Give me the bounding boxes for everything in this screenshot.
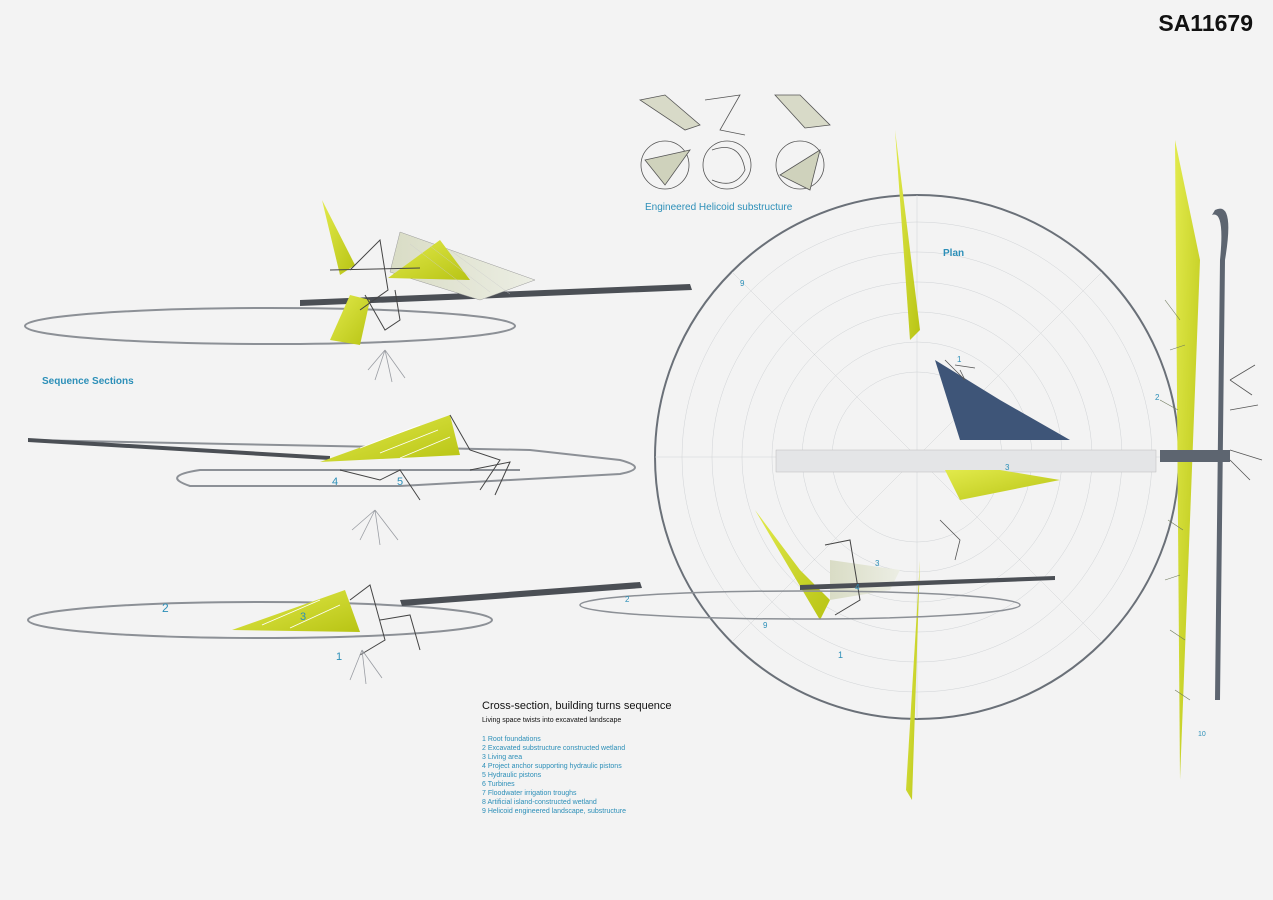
callout-1: 1 (336, 651, 342, 663)
callout-4: 4 (332, 476, 338, 488)
section-1 (24, 200, 692, 383)
plan-callout-9: 9 (740, 279, 745, 288)
plan-callout-2: 2 (625, 595, 630, 604)
project-id: SA11679 (1158, 10, 1253, 36)
legend-item: 7 Floodwater irrigation troughs (482, 790, 577, 797)
section-2: 4 5 (27, 414, 636, 546)
sequence-sections-title: Sequence Sections (42, 376, 134, 387)
callout-5: 5 (397, 476, 403, 488)
callout-3: 3 (300, 611, 306, 623)
plan-title: Plan (943, 248, 964, 259)
caption-title: Cross-section, building turns sequence (482, 700, 672, 712)
elevation-callout-2: 2 (1155, 393, 1160, 402)
legend-item: 5 Hydraulic pistons (482, 772, 542, 779)
legend-item: 2 Excavated substructure constructed wet… (482, 745, 626, 752)
legend-item: 4 Project anchor supporting hydraulic pi… (482, 763, 622, 770)
elevation-drawing (1159, 140, 1263, 780)
section-caption: Cross-section, building turns sequence L… (482, 700, 742, 816)
plan-callout-1b: 1 (838, 650, 843, 660)
plan-callout-9b: 9 (763, 621, 768, 630)
plan-callout-3: 3 (1005, 463, 1010, 472)
caption-subtitle: Living space twists into excavated lands… (482, 717, 622, 724)
legend-item: 6 Turbines (482, 781, 515, 788)
section-3: 2 3 1 (27, 582, 642, 685)
legend-item: 3 Living area (482, 754, 523, 761)
plan-callout-1: 1 (957, 355, 962, 364)
helicoid-title: Engineered Helicoid substructure (645, 202, 793, 213)
legend-item: 9 Helicoid engineered landscape, substru… (482, 808, 626, 815)
elevation-callout-10: 10 (1198, 731, 1206, 738)
legend-list: 1 Root foundations 2 Excavated substruct… (482, 735, 742, 816)
legend-item: 1 Root foundations (482, 736, 541, 743)
plan-callout-3b: 3 (875, 559, 880, 568)
plan-callout-4: 4 (855, 583, 860, 592)
helicoid-diagrams (638, 94, 831, 191)
legend-item: 8 Artificial island-constructed wetland (482, 799, 597, 806)
callout-2: 2 (162, 601, 169, 615)
plan-drawing (579, 130, 1180, 800)
